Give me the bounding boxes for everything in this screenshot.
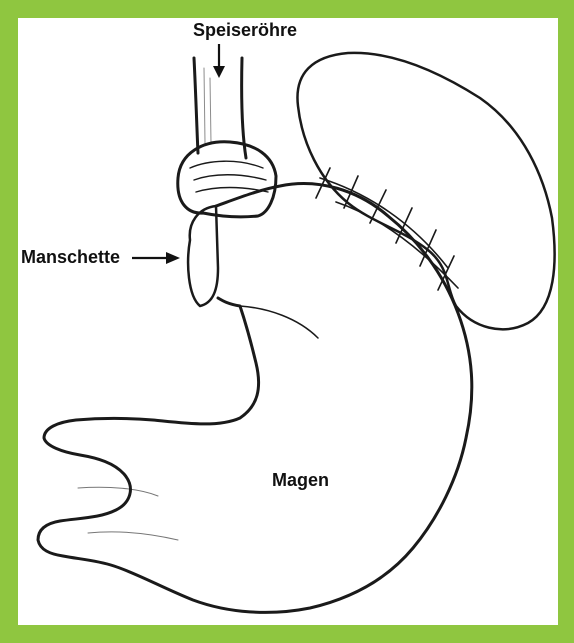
- esophagus-shading: [204, 68, 211, 143]
- label-stomach: Magen: [272, 470, 329, 491]
- antrum-fold: [78, 487, 178, 540]
- cuff-arrow-head: [166, 252, 180, 264]
- illustration-canvas: Speiseröhre Manschette Magen: [18, 18, 558, 625]
- esophagus-left-wall: [194, 58, 198, 153]
- label-esophagus: Speiseröhre: [193, 20, 297, 41]
- cuff-lip: [188, 206, 218, 306]
- cuff-band-fold: [190, 161, 268, 192]
- esophagus-arrow-head: [213, 66, 225, 78]
- fundoplication-drawing: [18, 18, 558, 625]
- spleen-outline: [297, 53, 554, 329]
- lesser-curvature: [240, 306, 318, 338]
- label-cuff: Manschette: [21, 247, 120, 268]
